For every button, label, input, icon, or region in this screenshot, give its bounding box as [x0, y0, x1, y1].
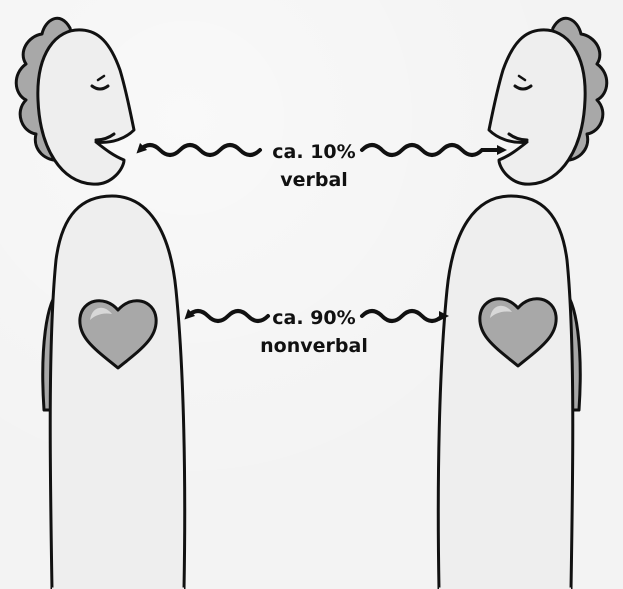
nonverbal-label: nonverbal	[260, 335, 368, 357]
person-left-icon	[16, 18, 184, 589]
double-arrow-icon	[188, 311, 268, 321]
double-arrow-icon	[140, 145, 260, 155]
person-right-icon	[438, 18, 606, 589]
left-body	[50, 196, 185, 589]
verbal-percent: ca. 10%	[272, 141, 355, 163]
verbal-label: verbal	[280, 169, 348, 191]
nonverbal-arrow: ca. 90% nonverbal	[188, 307, 444, 357]
verbal-arrow: ca. 10% verbal	[140, 141, 502, 191]
right-body	[438, 196, 573, 589]
nonverbal-percent: ca. 90%	[272, 307, 355, 329]
